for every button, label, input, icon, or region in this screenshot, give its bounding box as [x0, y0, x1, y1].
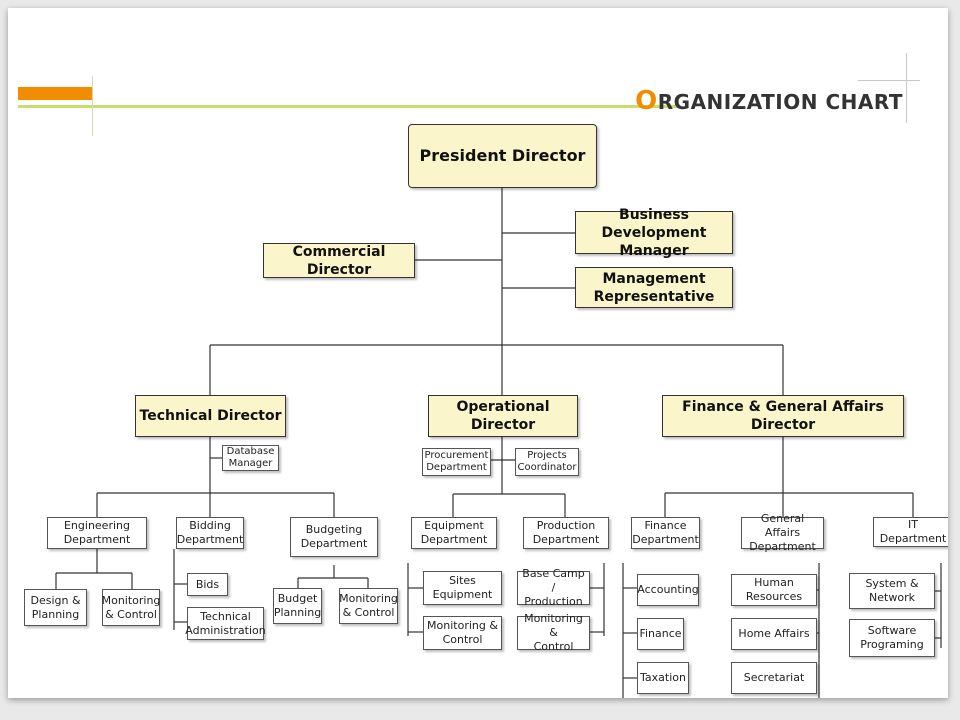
title-initial: O [635, 86, 658, 116]
green-accent-line [18, 105, 678, 108]
node-engineering-monitoring-control: Monitoring & Control [102, 589, 160, 626]
crosshair-line-horizontal [858, 80, 920, 81]
node-base-camp-production: Base Camp / Production [517, 567, 590, 608]
node-database-manager: Database Manager [222, 445, 279, 471]
node-technical-director: Technical Director [135, 395, 286, 437]
node-equipment-monitoring-control: Monitoring & Control [423, 616, 502, 650]
node-procurement-department: Procurement Department [422, 448, 491, 476]
node-system-network: System & Network [849, 573, 935, 609]
node-management-representative: Management Representative [575, 267, 733, 308]
title-rest: RGANIZATION CHART [657, 90, 903, 114]
node-design-planning: Design & Planning [24, 589, 87, 626]
node-finance: Finance [637, 618, 684, 650]
node-general-affairs-department: General Affairs Department [741, 512, 824, 553]
node-budgeting-monitoring-control: Monitoring & Control [339, 588, 398, 624]
node-human-resources: Human Resources [731, 574, 817, 606]
node-software-programing: Software Programing [849, 619, 935, 657]
node-finance-department: Finance Department [631, 517, 700, 549]
node-production-department: Production Department [523, 517, 609, 549]
node-technical-administration: Technical Administration [185, 607, 266, 640]
node-secretariat: Secretariat [731, 662, 817, 694]
node-production-monitoring-control: Monitoring & Control [517, 612, 590, 653]
node-engineering-department: Engineering Department [47, 517, 147, 549]
node-budget-planning: Budget Planning [273, 588, 322, 624]
node-home-affairs: Home Affairs [731, 618, 817, 650]
node-president-director: President Director [408, 124, 597, 188]
page-title: ORGANIZATION CHART [635, 86, 903, 116]
node-taxation: Taxation [637, 662, 689, 694]
node-accounting: Accounting [637, 574, 699, 606]
node-business-development-manager: Business Development Manager [575, 207, 733, 259]
node-projects-coordinator: Projects Coordinator [515, 448, 579, 476]
node-bidding-department: Bidding Department [176, 517, 244, 549]
node-sites-equipment: Sites Equipment [423, 571, 502, 605]
node-bids: Bids [187, 573, 228, 596]
node-equipment-department: Equipment Department [411, 517, 497, 549]
node-commercial-director: Commercial Director [263, 243, 415, 278]
connector-lines [55, 188, 942, 698]
slide: ORGANIZATION CHART [8, 8, 948, 698]
node-it-department: IT Department [873, 517, 948, 547]
crosshair-line-vertical [906, 53, 907, 123]
accent-tick-line [92, 76, 93, 136]
node-finance-general-affairs-director: Finance & General Affairs Director [662, 395, 904, 437]
orange-accent-bar [18, 87, 93, 100]
node-budgeting-department: Budgeting Department [290, 517, 378, 557]
node-operational-director: Operational Director [428, 395, 578, 437]
